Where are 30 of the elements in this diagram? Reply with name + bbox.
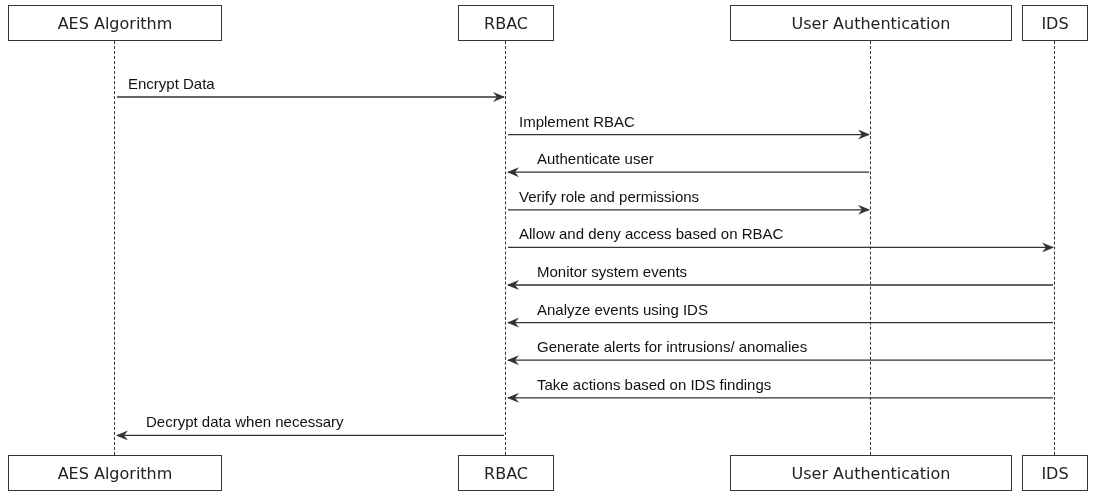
edge-label: Verify role and permissions xyxy=(518,188,701,205)
message-arrow xyxy=(507,242,1054,253)
message-arrow xyxy=(116,92,505,102)
participant-box: User Authentication xyxy=(730,455,1012,491)
lifeline xyxy=(505,41,509,455)
message-arrow xyxy=(507,129,870,140)
participant-box: IDS xyxy=(1022,5,1088,41)
edge-label: Encrypt Data xyxy=(127,76,216,92)
edge-label: Analyze events using IDS xyxy=(536,301,709,318)
lifeline xyxy=(1054,41,1058,455)
participant-box: AES Algorithm xyxy=(8,455,222,491)
edge-label: Allow and deny access based on RBAC xyxy=(518,226,785,243)
edge-label: Implement RBAC xyxy=(518,113,636,130)
message-arrow xyxy=(507,355,1054,366)
edge-label: Decrypt data when necessary xyxy=(145,414,345,431)
participant-box: IDS xyxy=(1022,455,1088,491)
lifeline xyxy=(114,41,118,455)
lifeline xyxy=(870,41,874,455)
message-arrow xyxy=(507,280,1054,290)
participant-box: User Authentication xyxy=(730,5,1012,41)
message-arrow xyxy=(507,204,870,215)
edge-label: Take actions based on IDS findings xyxy=(536,376,773,393)
message-arrow xyxy=(507,317,1054,328)
participant-box: AES Algorithm xyxy=(8,5,222,41)
message-arrow xyxy=(507,167,870,178)
participant-box: RBAC xyxy=(458,455,554,491)
edge-label: Monitor system events xyxy=(536,264,689,280)
message-arrow xyxy=(507,392,1054,403)
participant-box: RBAC xyxy=(458,5,554,41)
message-arrow xyxy=(116,430,505,441)
